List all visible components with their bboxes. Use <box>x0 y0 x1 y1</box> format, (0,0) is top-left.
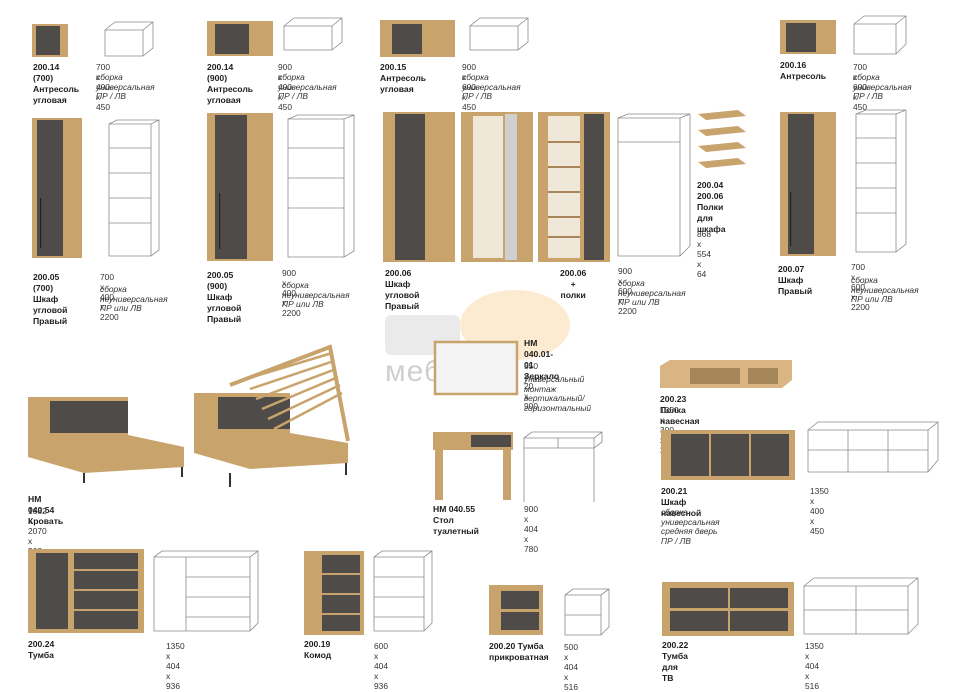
product-image <box>660 360 792 388</box>
product-image <box>207 113 273 261</box>
product-image <box>304 551 364 635</box>
item-dims: 500 х 404 х 516 <box>564 642 578 692</box>
item-code: 200.14 (900) Антресоль угловая <box>207 62 254 105</box>
product-image-open <box>461 112 533 262</box>
item-dims: 700 х 600 х 450 <box>853 62 867 112</box>
product-image <box>380 20 455 57</box>
product-image <box>207 21 273 56</box>
item-code: 200.04 200.06 Полки для шкафа <box>697 180 726 234</box>
scheme-drawing <box>287 114 355 258</box>
scheme-drawing <box>283 17 343 51</box>
scheme-drawing <box>523 431 603 502</box>
item-dims: 900 х 404 х 780 <box>524 504 538 554</box>
item-note: сборка неуниверсальная ПР или ЛВ <box>851 275 919 305</box>
item-code: 200.21 Шкаф навесной <box>661 486 702 518</box>
item-code-shelves: 200.06 + полки <box>560 268 587 300</box>
item-code: 200.19 Комод <box>304 639 332 660</box>
scheme-drawing <box>373 550 433 632</box>
item-dims: 900 х 600 х 450 <box>462 62 476 112</box>
scheme-drawing <box>108 119 160 257</box>
item-code: 200.06 Шкаф угловой Правый <box>385 268 420 311</box>
product-image <box>698 110 746 168</box>
item-code: 200.20 Тумба прикроватная <box>489 641 549 662</box>
item-note: сборка неуниверсальная ПР или ЛВ <box>100 284 168 314</box>
item-code: НМ 040.55 Стол туалетный <box>433 504 479 536</box>
scheme-drawing <box>807 421 939 473</box>
product-image <box>661 430 795 480</box>
item-note: сборка универсальная средняя дверь ПР / … <box>661 507 720 546</box>
item-note: сборка неуниверсальная ПР или ЛВ <box>618 278 686 308</box>
item-code: 200.05 (900) Шкаф угловой Правый <box>207 270 242 324</box>
item-dims: 700 х 400 х 450 <box>96 62 110 112</box>
product-image <box>32 24 68 57</box>
item-dims: 700 х 600 х 2200 <box>851 262 870 312</box>
item-dims: 700 х 400 х 2200 <box>100 272 119 322</box>
product-image <box>780 20 836 54</box>
product-image-bed-open <box>194 344 350 487</box>
item-code: 200.23 Полка навесная <box>660 394 700 426</box>
item-dims: 1350 х 400 х 450 <box>810 486 829 536</box>
item-note: сборка универсальная ПР / ЛВ <box>96 72 155 102</box>
item-note: сборка универсальная ПР / ЛВ <box>462 72 521 102</box>
item-code: 200.05 (700) Шкаф угловой Правый <box>33 272 68 326</box>
product-image <box>433 340 519 396</box>
item-code: НМ 040.54 Кровать <box>28 494 64 526</box>
item-code: НМ 040.01-01 Зеркало <box>524 338 560 381</box>
scheme-drawing <box>853 15 907 55</box>
scheme-drawing <box>617 113 691 257</box>
product-image <box>489 585 543 635</box>
scheme-drawing <box>803 577 919 635</box>
item-code: 200.15 Антресоль угловая <box>380 62 427 94</box>
item-code: 200.07 Шкаф Правый <box>778 264 813 296</box>
item-dims: 600 х 404 х 936 <box>374 641 388 691</box>
item-dims: 900 х 400 х 2200 <box>282 268 301 318</box>
item-note: сборка неуниверсальная ПР или ЛВ <box>282 280 350 310</box>
item-dims: 1350 х 404 х 936 <box>166 641 185 691</box>
scheme-drawing <box>469 17 529 51</box>
item-dims: 550 х 20 х 900 <box>524 361 538 411</box>
item-dims: 900 х 400 х 450 <box>278 62 292 112</box>
product-image-shelves <box>538 112 610 262</box>
product-image <box>28 549 144 633</box>
product-image <box>780 112 836 256</box>
item-code: 200.14 (700) Антресоль угловая <box>33 62 80 105</box>
scheme-drawing <box>153 550 259 632</box>
item-dims: 900 х 600 х 2200 <box>618 266 637 316</box>
product-image <box>32 118 82 258</box>
item-note: сборка универсальная ПР / ЛВ <box>278 72 337 102</box>
product-image <box>433 432 513 500</box>
item-note: универсальный монтаж вертикальный/ гориз… <box>524 374 592 413</box>
scheme-drawing <box>564 588 610 636</box>
item-dims: 1350 х 404 х 516 <box>805 641 824 691</box>
item-code: 200.16 Антресоль <box>780 60 827 81</box>
scheme-drawing <box>855 109 907 253</box>
product-image-bed <box>28 397 184 483</box>
item-dims: 868 х 554 х 64 <box>697 229 711 279</box>
item-code: 200.22 Тумба для ТВ <box>662 640 689 683</box>
item-code: 200.24 Тумба <box>28 639 55 660</box>
item-note: сборка универсальная ПР / ЛВ <box>853 72 912 102</box>
product-image-closed <box>383 112 455 262</box>
product-image <box>662 582 794 636</box>
scheme-drawing <box>104 21 154 57</box>
